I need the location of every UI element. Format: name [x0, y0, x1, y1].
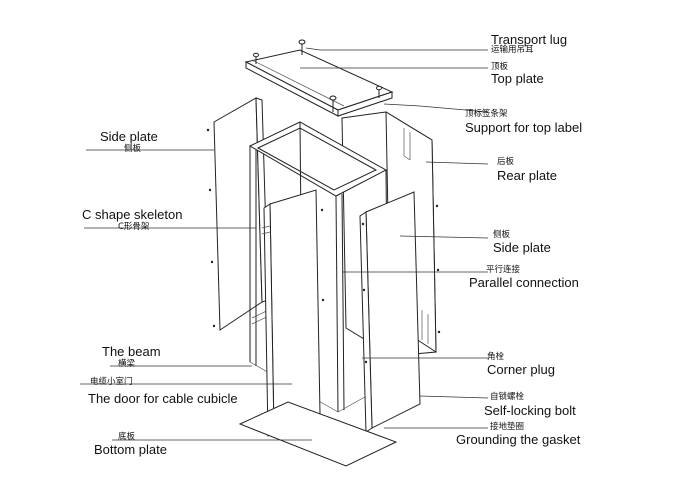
c-shape-skeleton-label-zh: C形骨架: [118, 222, 150, 232]
side-plate-left-label-zh: 侧板: [124, 144, 142, 154]
right-side-plate-part: [359, 191, 421, 433]
self-locking-bolt-label: Self-locking bolt: [484, 403, 576, 418]
self-locking-bolt-label-zh: 自锁螺栓: [490, 392, 525, 402]
parallel-connection-label: Parallel connection: [469, 275, 579, 290]
support-top-label-label-zh: 顶标签条架: [465, 109, 508, 119]
side-plate-right-label: Side plate: [493, 240, 551, 255]
top-plate-part: [244, 49, 394, 117]
bottom-plate-label: Bottom plate: [94, 442, 167, 457]
corner-plug-label-zh: 角栓: [487, 352, 505, 362]
cable-cubicle-door-label: The door for cable cubicle: [88, 391, 238, 406]
rear-plate-label-zh: 后板: [497, 157, 515, 167]
grounding-gasket-label-zh: 接地垫圈: [490, 422, 525, 432]
bottom-plate-part: [238, 401, 398, 467]
side-plate-left-label: Side plate: [100, 129, 158, 144]
transport-lug-label: Transport lug: [491, 32, 568, 47]
top-plate-label-zh: 顶板: [491, 62, 509, 72]
cable-cubicle-door-label-zh: 电缆小室门: [90, 377, 133, 387]
rear-plate-label: Rear plate: [497, 168, 557, 183]
the-beam-label: The beam: [102, 344, 161, 359]
bottom-plate-label-zh: 底板: [118, 432, 136, 442]
left-side-plate-part: [206, 97, 269, 331]
parallel-connection-label-zh: 平行连接: [486, 265, 521, 275]
leader-lines: [80, 47, 489, 441]
c-shape-skeleton-label: C shape skeleton: [82, 207, 183, 222]
top-plate-label: Top plate: [491, 71, 544, 86]
frame-skeleton-part: [248, 121, 389, 413]
cable-door-part: [261, 189, 325, 437]
side-plate-right-label-zh: 侧板: [493, 230, 511, 240]
support-top-label-label: Support for top label: [465, 120, 583, 135]
transport-lug-part: [253, 39, 382, 112]
corner-plug-label: Corner plug: [487, 362, 555, 377]
transport-lug-label-zh: 运输用吊耳: [491, 45, 534, 55]
grounding-gasket-label: Grounding the gasket: [456, 432, 581, 447]
the-beam-label-zh: 横梁: [118, 359, 136, 369]
